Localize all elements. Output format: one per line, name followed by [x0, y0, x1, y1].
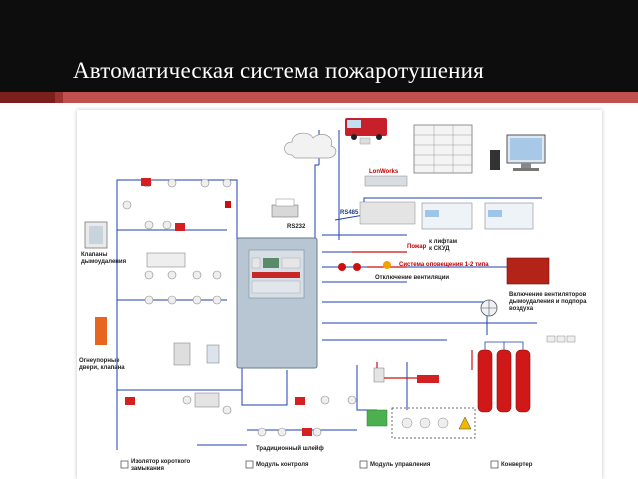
label-rs232: RS232: [287, 224, 306, 230]
gas-cylinder-icon: [477, 349, 531, 413]
lonworks-module: [364, 175, 408, 187]
fire-truck-icon: [345, 118, 387, 140]
rs485-module: [359, 201, 416, 225]
siren-icon: [353, 263, 361, 271]
label-alarm-system: Система оповещения 1-2 типа: [399, 262, 489, 268]
relay-block: [194, 392, 220, 408]
control-module-icon: [173, 342, 191, 366]
diagram-drawing: [84, 118, 576, 469]
legend-isolator: Изолятор короткого замыкания: [131, 459, 191, 472]
control-module-icon: [373, 367, 385, 383]
alarm-wiring: [352, 251, 473, 379]
siren-icon: [225, 201, 231, 208]
device-block: [146, 252, 186, 268]
label-traditional-loop: Традиционный шлейф: [256, 446, 324, 452]
warning-sign-icon: [458, 416, 472, 430]
valve-icon: [546, 335, 576, 343]
label-smoke-valves: Клапаны дымоудаления: [81, 252, 127, 265]
legend-control-module: Модуль контроля: [256, 462, 309, 468]
manual-call-point-icon: [206, 344, 220, 364]
modem-icon: [359, 137, 371, 145]
title-bar: Автоматическая система пожаротушения: [0, 0, 638, 92]
legend-mgmt-module: Модуль управления: [370, 462, 431, 468]
label-fire: Пожар: [407, 244, 427, 250]
label-lonworks: LonWorks: [369, 169, 399, 175]
module-box-icon: [366, 409, 388, 427]
label-fans-on: Включение вентиляторов дымоудаления и по…: [509, 292, 587, 312]
smoke-detector-icon: [401, 417, 449, 429]
valve-icon: [84, 221, 108, 249]
strobe-icon: [383, 261, 391, 269]
printer-icon: [271, 198, 299, 218]
label-rs485: RS485: [340, 210, 359, 216]
fire-system-diagram: Клапаны дымоудаления Огнеупорные двери, …: [77, 110, 602, 479]
computer-monitor-icon: [490, 134, 546, 171]
ventilation-unit-icon: [506, 257, 550, 285]
fan-icon: [480, 299, 498, 317]
cylinder-manifold: [484, 341, 524, 350]
label-elevators: к лифтам к СКУД: [429, 239, 458, 252]
legend-converter: Конвертер: [501, 462, 533, 468]
legend-symbols: [120, 460, 499, 469]
siren-icon: [338, 263, 346, 271]
dashed-group: [391, 407, 476, 439]
accent-stripe: [0, 92, 638, 103]
fireproof-door-icon: [95, 317, 107, 345]
accent-stripe-mid: [55, 92, 63, 103]
slide-title: Автоматическая система пожаротушения: [73, 58, 484, 83]
cloud-icon: [284, 132, 337, 159]
accent-stripe-dark: [0, 92, 55, 103]
manual-call-point-icon: [125, 178, 439, 436]
control-panel-icon: [236, 237, 318, 369]
label-fireproof-doors: Огнеупорные двери, клапана: [79, 358, 125, 371]
label-vent-off: Отключение вентиляции: [375, 275, 450, 281]
server-rack-icon: [413, 124, 473, 174]
